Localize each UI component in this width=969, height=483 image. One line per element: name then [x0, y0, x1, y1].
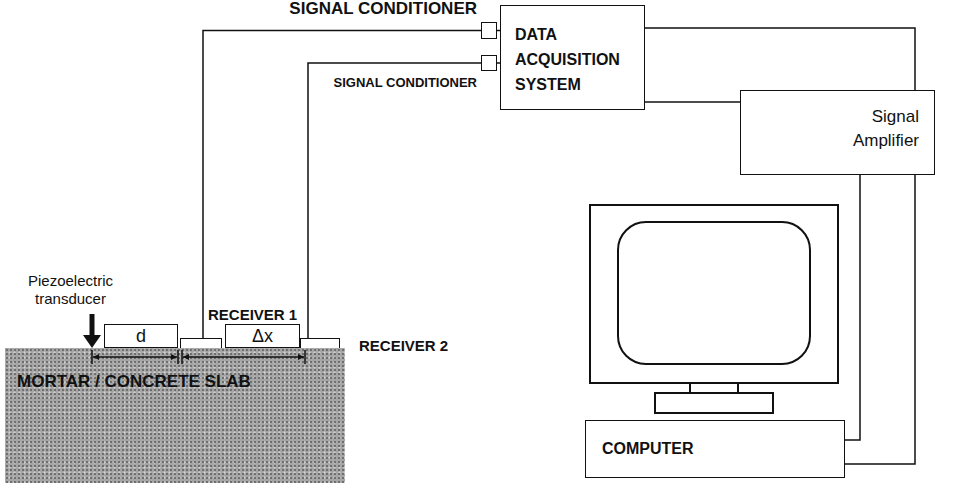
dimension-lines	[5, 348, 345, 483]
monitor-case	[590, 205, 838, 383]
signal-conditioner: SIGNAL CONDITIONER	[481, 55, 497, 71]
node-label: Signal Amplifier	[819, 105, 919, 153]
node-label: MORTAR / CONCRETE SLAB	[17, 372, 337, 392]
wire-line	[308, 63, 481, 338]
transducer-label: Piezoelectric transducer	[8, 272, 133, 308]
dimension-tick	[177, 350, 179, 364]
node-label: COMPUTER	[602, 440, 694, 458]
dimension-arrowhead	[93, 354, 99, 360]
signal-amplifier-box: Signal Amplifier	[740, 90, 935, 175]
wire-line	[845, 175, 915, 464]
wire-line	[645, 101, 740, 103]
node-label: SIGNAL CONDITIONER	[334, 75, 478, 90]
dimension-line	[183, 356, 304, 358]
dimension-arrowhead	[298, 354, 304, 360]
signal-wire	[845, 175, 860, 440]
computer-box: COMPUTER	[585, 420, 845, 478]
spacing-box: Δx	[225, 324, 300, 348]
concrete-slab: MORTAR / CONCRETE SLAB	[5, 348, 345, 483]
data-acquisition-box: DATA ACQUISITION SYSTEM	[500, 5, 645, 110]
dimension-arrowhead	[183, 354, 189, 360]
transducer-arrow	[83, 314, 101, 348]
computer-monitor	[590, 205, 838, 413]
dimension-line	[93, 356, 177, 358]
distance-box: d	[104, 324, 178, 348]
signal-wire	[645, 102, 740, 103]
dimension-arrowhead	[171, 354, 177, 360]
wire-line	[645, 28, 915, 90]
monitor-neck	[690, 383, 738, 393]
signal-wire	[203, 31, 481, 339]
signal-wire	[845, 175, 915, 464]
arrow-head	[83, 335, 101, 348]
arrow-shaft	[90, 314, 95, 337]
wire-line	[845, 175, 860, 440]
node-label: RECEIVER 1	[208, 306, 297, 323]
node-label: RECEIVER 2	[359, 337, 448, 354]
node-label: SIGNAL CONDITIONER	[289, 0, 477, 19]
monitor-screen	[618, 222, 810, 364]
dimension-tick	[304, 350, 306, 364]
dimension-tick	[181, 350, 183, 364]
monitor-base	[655, 393, 773, 413]
signal-wire	[308, 63, 481, 338]
signal-wire	[645, 28, 915, 90]
node-label: Δx	[252, 326, 273, 346]
node-label: DATA ACQUISITION SYSTEM	[515, 22, 636, 97]
signal-conditioner: SIGNAL CONDITIONER	[481, 22, 497, 39]
node-label: d	[136, 326, 146, 346]
wire-line	[203, 31, 481, 339]
dimension-tick	[91, 350, 93, 364]
